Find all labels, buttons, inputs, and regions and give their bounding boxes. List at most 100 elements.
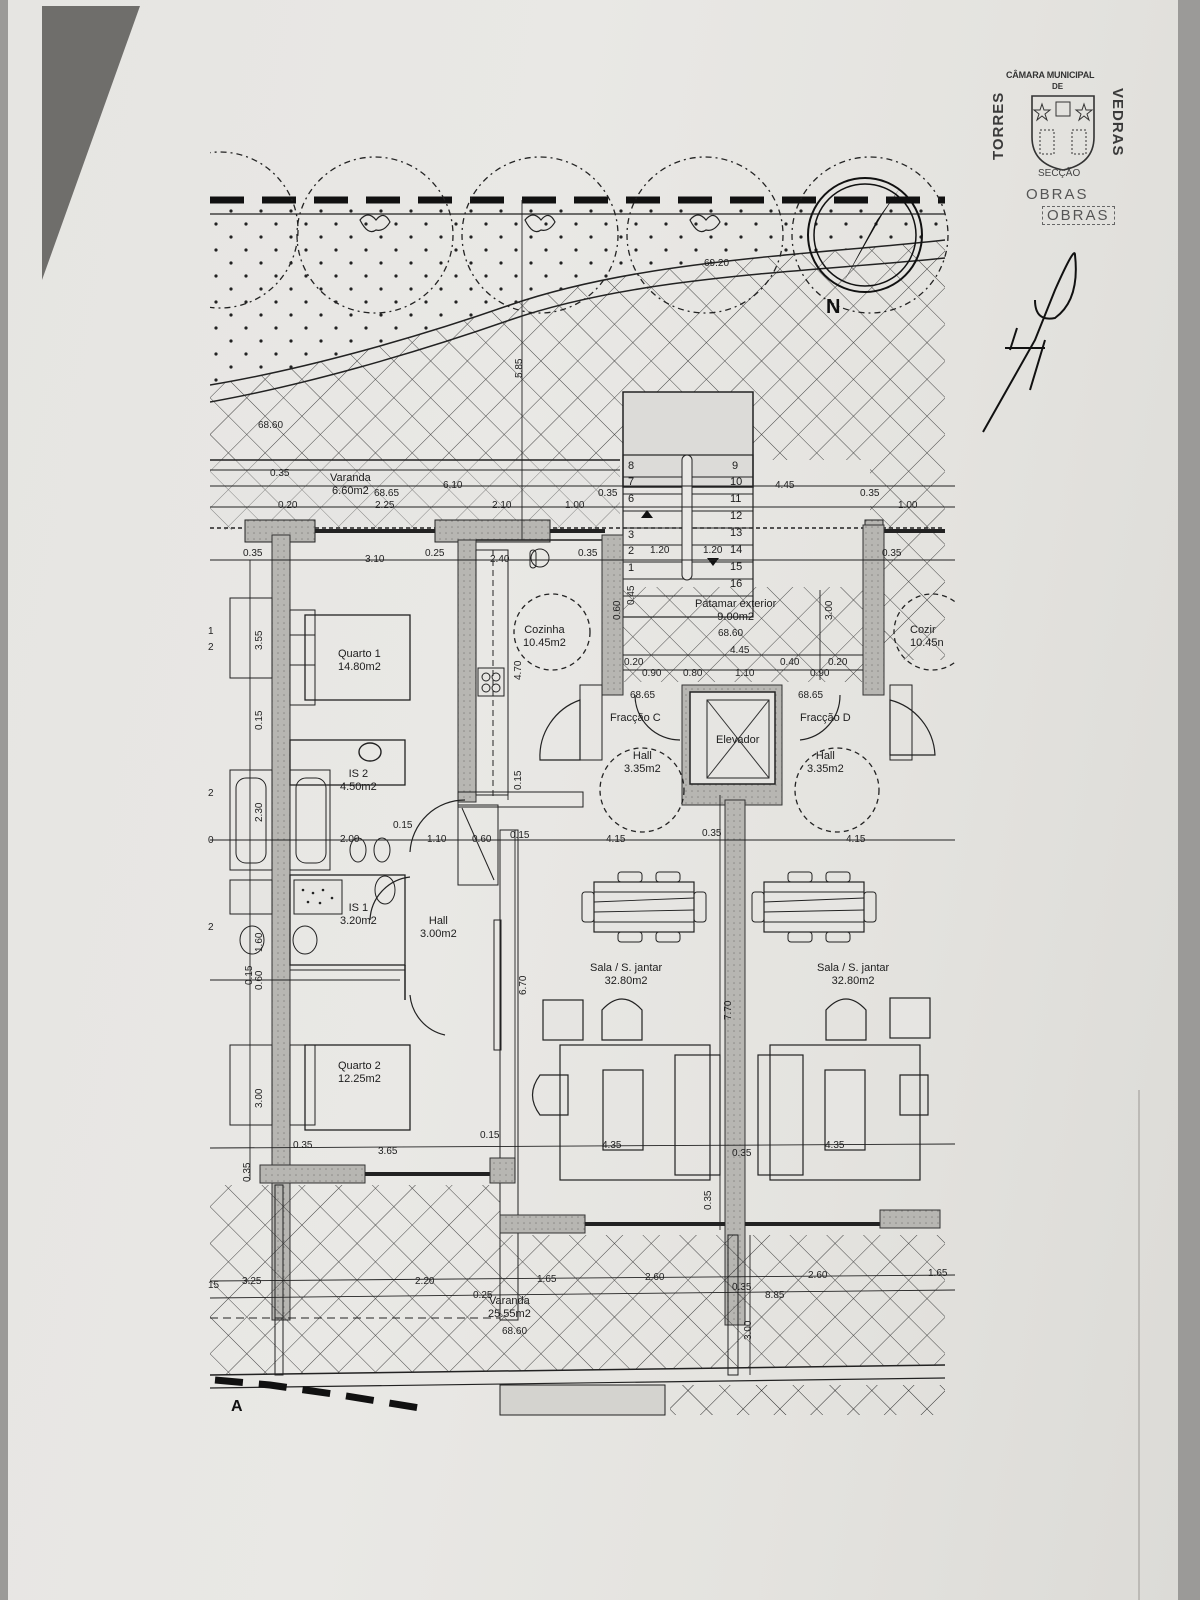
dimension: 0.35 xyxy=(732,1282,752,1293)
signature xyxy=(982,252,1077,433)
dimension: 0.60 xyxy=(254,970,265,990)
stair-step: 13 xyxy=(730,527,743,539)
dimension: 4.70 xyxy=(513,660,524,680)
dimension: 0.80 xyxy=(683,668,703,679)
fraccao-d-level: 68.65 xyxy=(798,690,824,701)
north-arrow-icon xyxy=(807,177,923,293)
stamp-obras-2: OBRAS xyxy=(1042,206,1115,225)
dimension: 3.10 xyxy=(365,554,385,565)
section-marker: A xyxy=(231,1398,243,1415)
garden-level: 68.60 xyxy=(258,420,284,431)
dimension: 0.25 xyxy=(425,548,445,559)
dimension: 4.45 xyxy=(730,645,750,656)
dimension: 0.35 xyxy=(732,1148,752,1159)
stair-step: 15 xyxy=(730,561,743,573)
varanda-top-level: 68.65 xyxy=(374,488,400,499)
varanda-bottom-level: 68.60 xyxy=(502,1326,528,1337)
north-label: N xyxy=(826,296,841,318)
dimension: 4.35 xyxy=(825,1140,845,1151)
dimension: 3.65 xyxy=(378,1146,398,1157)
dimension: 1.65 xyxy=(928,1268,948,1279)
dimension: 2.20 xyxy=(415,1276,435,1287)
dimension: 0.15 xyxy=(513,770,524,790)
dimension: 3.00 xyxy=(254,1088,265,1108)
site-vertical-dim: 5.85 xyxy=(514,358,525,378)
stamp-obras-1: OBRAS xyxy=(1026,186,1089,203)
edge-mark: 2 xyxy=(208,788,214,799)
dimension: 4.45 xyxy=(775,480,795,491)
paper-edge xyxy=(1138,1090,1150,1600)
folded-corner-shadow xyxy=(42,6,140,280)
dimension: 0.90 xyxy=(642,668,662,679)
dimension: 2.30 xyxy=(254,802,265,822)
stair-step: 1 xyxy=(628,562,635,574)
dimension: 0.20 xyxy=(278,500,298,511)
dimension-total: 8.85 xyxy=(765,1290,785,1301)
coat-of-arms-icon xyxy=(1031,95,1095,171)
dimension: 1.10 xyxy=(427,834,447,845)
dimension: 2.00 xyxy=(340,834,360,845)
stamp-left-text: TORRES xyxy=(990,91,1007,160)
dimension: 0.35 xyxy=(242,1162,253,1182)
dimension: 0.35 xyxy=(243,548,263,559)
stair-step: 2 xyxy=(628,545,635,557)
dimension: 0.25 xyxy=(473,1290,493,1301)
dimension: 0.20 xyxy=(624,657,644,668)
stamp-right-text: VEDRAS xyxy=(1109,88,1126,157)
dimension: 1.10 xyxy=(735,668,755,679)
dimension: 0.45 xyxy=(626,585,637,605)
edge-mark: 2 xyxy=(208,922,214,933)
dimension: 3.00 xyxy=(824,600,835,620)
floor-plan-drawing xyxy=(210,151,955,1416)
dimension: 3.00 xyxy=(743,1320,754,1340)
curve-level: 69.20 xyxy=(704,258,730,269)
dimension: 2.60 xyxy=(808,1270,828,1281)
dining-table-c-icon xyxy=(581,871,707,943)
stair-step: 8 xyxy=(628,460,635,472)
dimension: 2.40 xyxy=(490,554,510,565)
stamp-center-text: SECÇÃO xyxy=(1038,168,1081,179)
stair-step: 16 xyxy=(730,578,743,590)
edge-mark: 2 xyxy=(208,642,214,653)
dimension: 1.00 xyxy=(565,500,585,511)
dimension: 0.35 xyxy=(270,468,290,479)
dimension: 0.20 xyxy=(828,657,848,668)
patamar-level: 68.60 xyxy=(718,628,744,639)
dimension: 1.65 xyxy=(537,1274,557,1285)
living-furniture-c-icon xyxy=(531,998,721,1181)
stair-step: 6 xyxy=(628,493,635,505)
dimension: 3.25 xyxy=(242,1276,262,1287)
dimension: 1.00 xyxy=(898,500,918,511)
edge-mark: 0 xyxy=(208,835,214,846)
stair-width-dim: 1.20 xyxy=(650,545,670,556)
stamp-title: CÂMARA MUNICIPAL xyxy=(1006,70,1095,80)
dimension: 0.35 xyxy=(293,1140,313,1151)
stair-step: 11 xyxy=(730,493,742,505)
dimension: 4.15 xyxy=(606,834,626,845)
dimension: 2.25 xyxy=(375,500,395,511)
dimension: 0.35 xyxy=(578,548,598,559)
dimension: 6.10 xyxy=(443,480,463,491)
dimension: 6.70 xyxy=(518,975,529,995)
dimension: 2.60 xyxy=(645,1272,665,1283)
fraccao-c-level: 68.65 xyxy=(630,690,656,701)
dimension: 0.60 xyxy=(472,834,492,845)
stair-width-dim: 1.20 xyxy=(703,545,723,556)
dimension: 1.60 xyxy=(254,932,265,952)
fraccao-d-label: Fracção D xyxy=(800,712,851,724)
dimension: 0.15 xyxy=(254,710,265,730)
edge-mark: 15 xyxy=(208,1280,220,1291)
dimension: 4.15 xyxy=(846,834,866,845)
edge-mark: 1 xyxy=(208,626,214,637)
